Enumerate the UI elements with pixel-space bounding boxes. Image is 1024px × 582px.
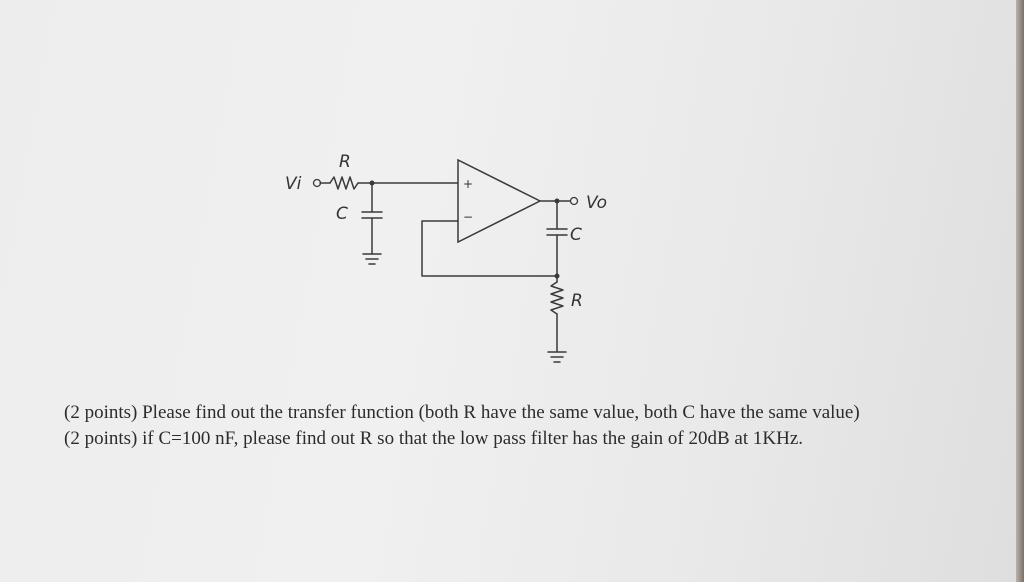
question-1: (2 points) Please find out the transfer …: [64, 402, 860, 423]
ground-resistor: [550, 281, 564, 315]
label-vo: Vo: [586, 193, 607, 213]
question-text: (2 points) Please find out the transfer …: [64, 400, 884, 452]
label-r-ground: R: [571, 291, 583, 311]
feedback-node: [554, 273, 560, 279]
op-amp: [457, 158, 542, 244]
label-vi: Vi: [285, 174, 302, 194]
label-c-output: C: [570, 225, 582, 245]
minus-input-sign: −: [463, 210, 473, 224]
series-resistor: [329, 176, 359, 190]
output-terminal: [569, 196, 579, 206]
page-edge: [1016, 0, 1024, 582]
plus-input-sign: +: [463, 177, 473, 191]
label-r-series: R: [339, 152, 351, 172]
question-2: (2 points) if C=100 nF, please find out …: [64, 428, 804, 449]
feedback-wire: [421, 220, 558, 277]
label-c-shunt: C: [336, 204, 348, 224]
